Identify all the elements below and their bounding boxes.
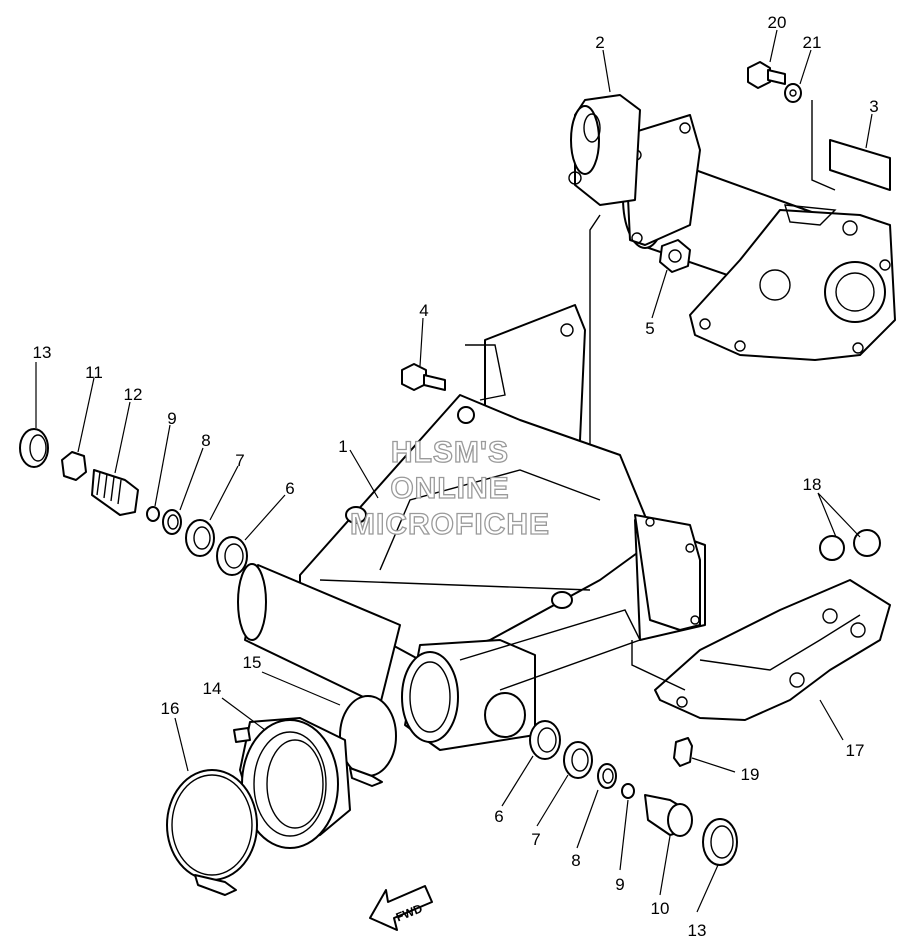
callout-17: 17 — [846, 741, 865, 760]
callout-19: 19 — [741, 765, 760, 784]
watermark-line-3: MICROFICHE — [350, 508, 550, 541]
callout-6-left: 6 — [285, 479, 294, 498]
callout-13-left: 13 — [33, 343, 52, 362]
callout-21: 21 — [803, 33, 822, 52]
watermark-line-1: HLSM'S — [391, 436, 509, 469]
callout-12: 12 — [124, 385, 143, 404]
callout-13-right: 13 — [688, 921, 707, 940]
callout-8-right: 8 — [571, 851, 580, 870]
watermark: HLSM'S ONLINE MICROFICHE — [349, 435, 550, 541]
callout-3: 3 — [869, 97, 878, 116]
callout-11: 11 — [85, 363, 103, 382]
callout-14: 14 — [203, 679, 222, 698]
callout-9-right: 9 — [615, 875, 624, 894]
swing-arm — [237, 304, 706, 751]
callout-labels: 13 11 12 9 8 7 6 4 1 2 20 21 3 5 18 17 1… — [33, 13, 879, 940]
callout-8-left: 8 — [201, 431, 210, 450]
guard-assembly — [631, 529, 891, 767]
left-bearing-set — [19, 428, 248, 576]
callout-9-left: 9 — [167, 409, 176, 428]
leader-lines — [35, 29, 873, 913]
rear-axle-housing — [568, 61, 896, 470]
boot-and-bands — [166, 695, 397, 896]
callout-18: 18 — [803, 475, 822, 494]
callout-2: 2 — [595, 33, 604, 52]
callout-4: 4 — [419, 301, 428, 320]
watermark-line-2: ONLINE — [390, 472, 509, 505]
callout-7-left: 7 — [235, 451, 244, 470]
callout-1: 1 — [338, 437, 347, 456]
right-bearing-set — [529, 720, 738, 866]
callout-7-right: 7 — [531, 830, 540, 849]
callout-15: 15 — [243, 653, 262, 672]
callout-6-right: 6 — [494, 807, 503, 826]
callout-5: 5 — [645, 319, 654, 338]
callout-20: 20 — [768, 13, 787, 32]
callout-10: 10 — [651, 899, 670, 918]
fwd-direction-arrow: FWD — [369, 885, 433, 931]
callout-16: 16 — [161, 699, 180, 718]
